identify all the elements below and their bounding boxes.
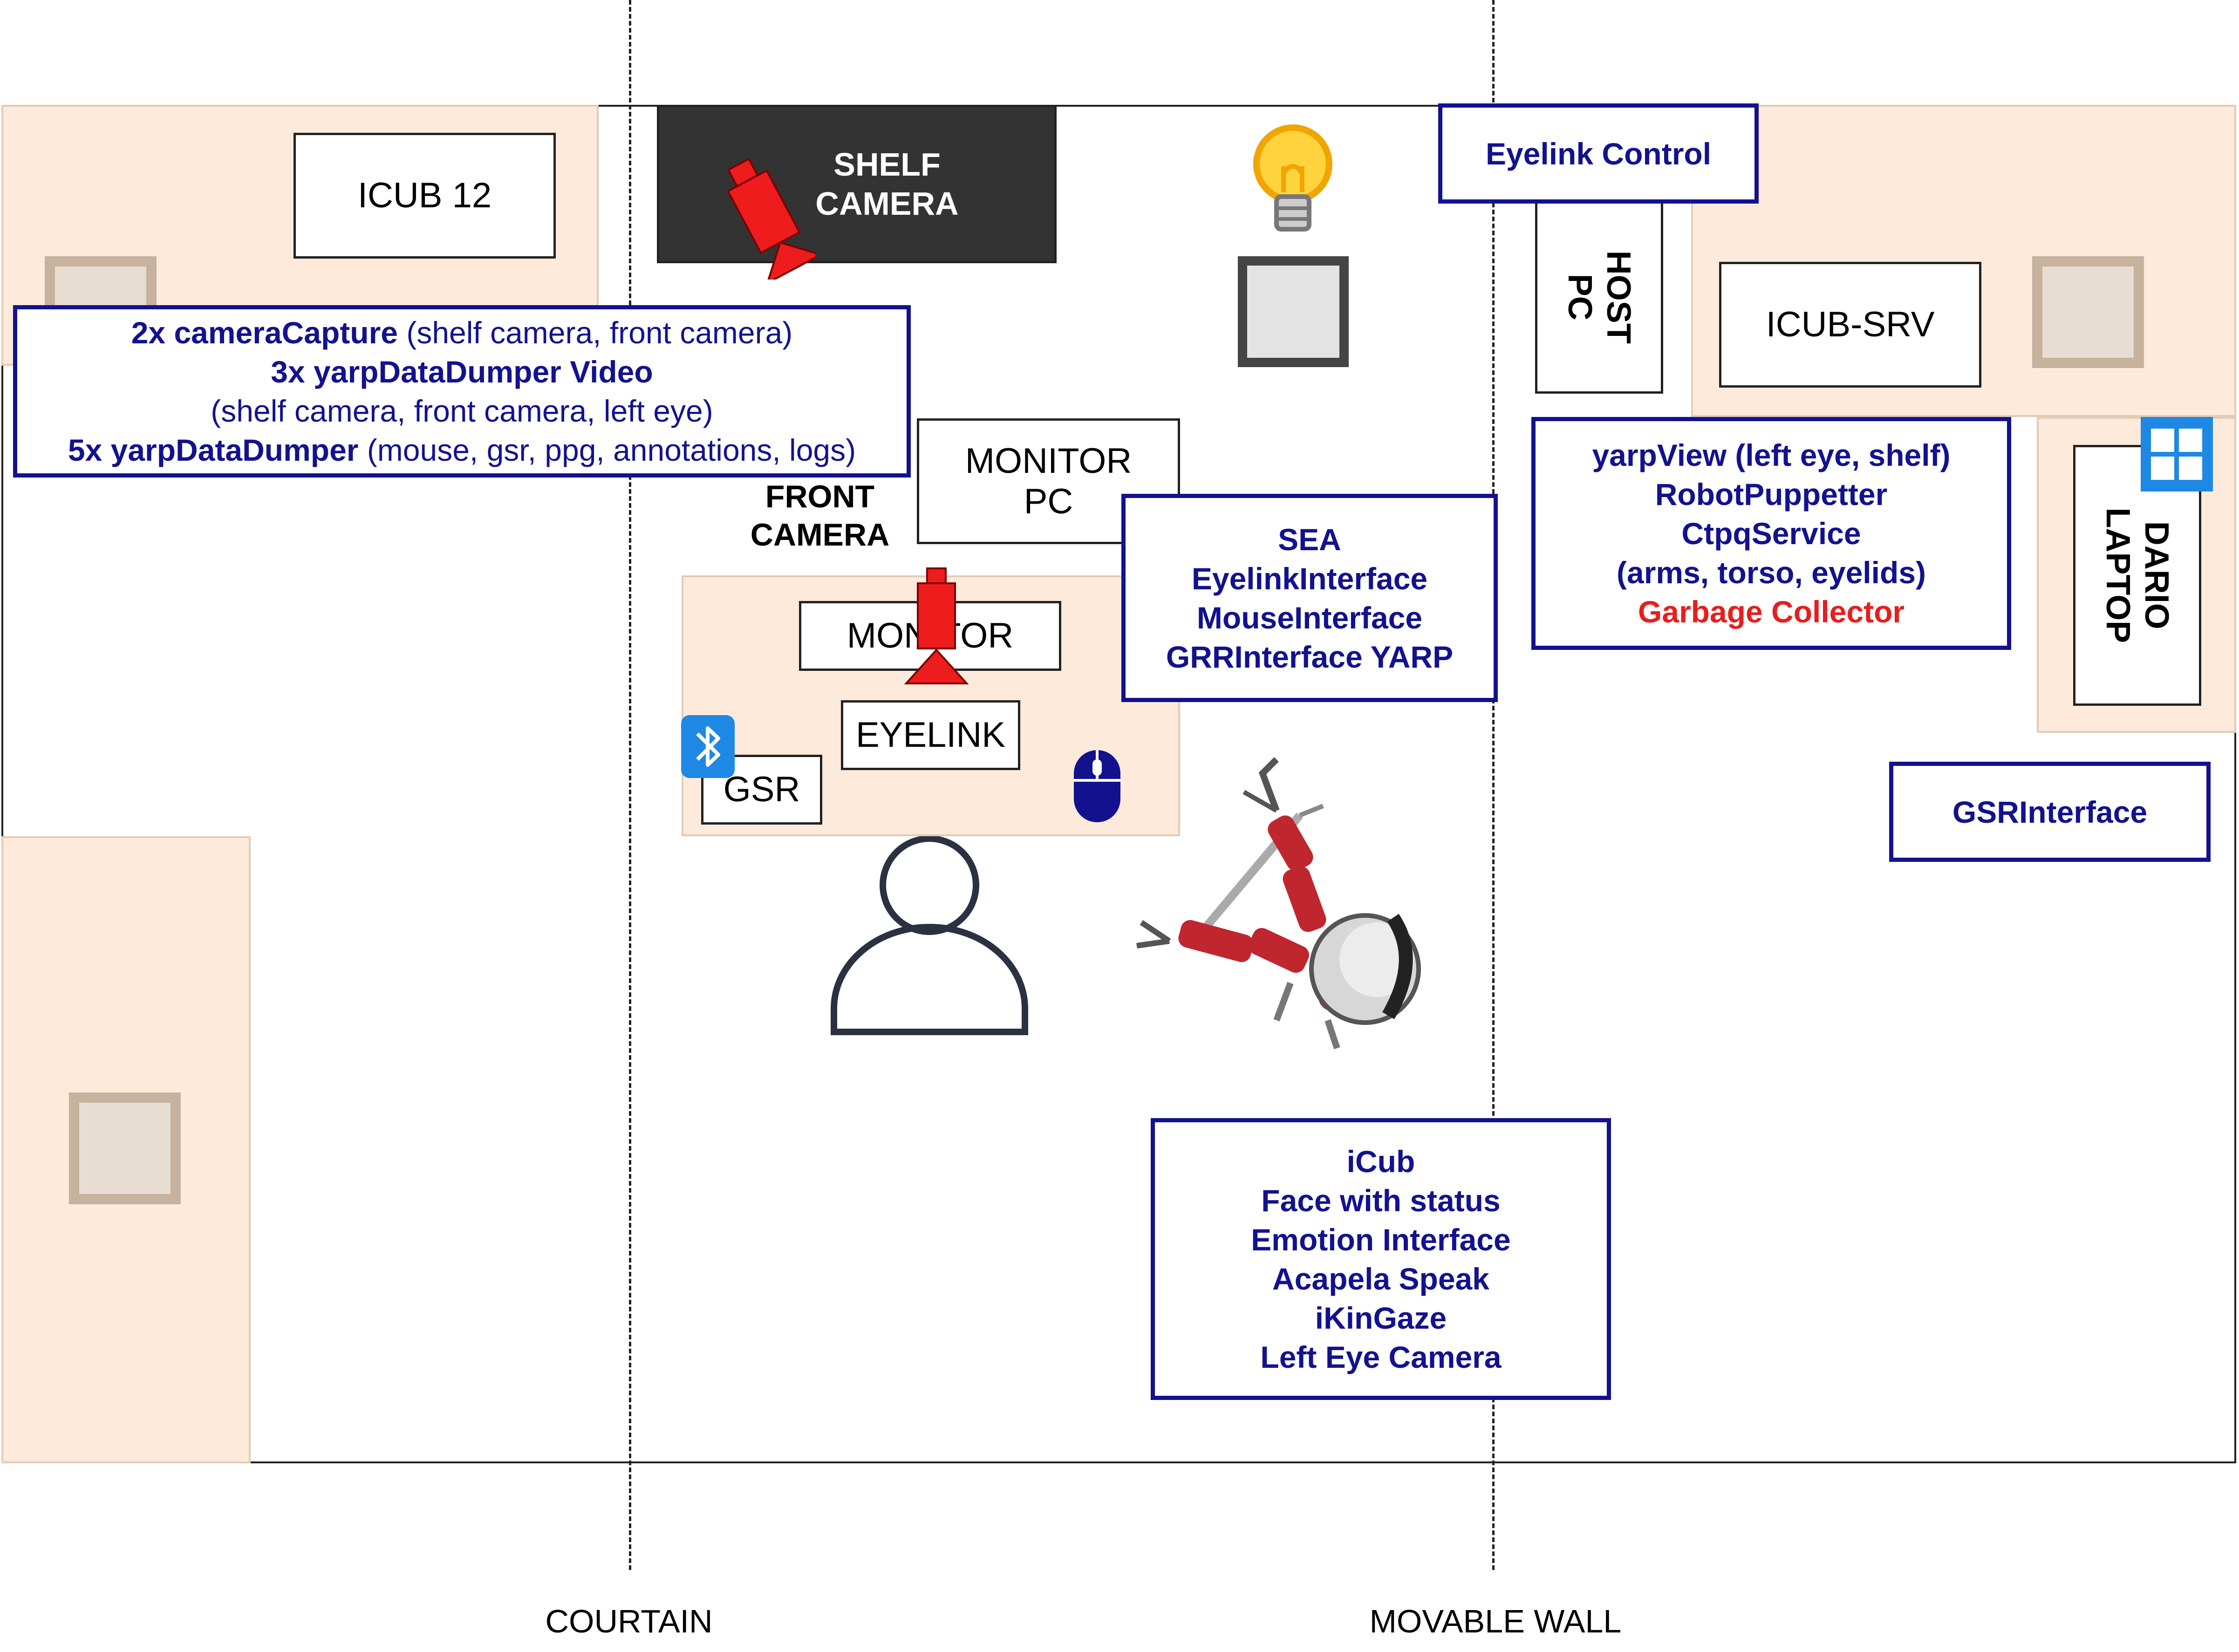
courtain-label: COURTAIN: [545, 1603, 713, 1639]
movable-wall-label: MOVABLE WALL: [1369, 1603, 1622, 1639]
front-camera-label-1: FRONT: [765, 479, 875, 514]
gsr-interface-label: GSRInterface: [1952, 794, 2148, 829]
capture-line3: (shelf camera, front camera, left eye): [211, 394, 713, 428]
robot-icon: [1136, 757, 1421, 1050]
shelf-camera-box: SHELF CAMERA: [657, 105, 1057, 263]
shelf-camera-label-2: CAMERA: [815, 185, 959, 222]
eyelink-control-label: Eyelink Control: [1485, 136, 1712, 171]
yarpview-line3: CtpqService: [1681, 516, 1861, 551]
icub-line6: Left Eye Camera: [1260, 1339, 1502, 1374]
movable-wall-line: [1492, 0, 1495, 1570]
sea-info-box: SEA EyelinkInterface MouseInterface GRRI…: [1121, 494, 1498, 702]
lightbulb-icon: [1253, 124, 1332, 232]
gsr-label: GSR: [723, 770, 800, 810]
capture-info-box: 2x cameraCapture (shelf camera, front ca…: [13, 305, 911, 478]
icub-line1: iCub: [1346, 1144, 1415, 1179]
icub-line4: Acapela Speak: [1272, 1261, 1489, 1296]
icub12-box: ICUB 12: [294, 133, 556, 259]
capture-line2: 3x yarpDataDumper Video: [271, 355, 653, 389]
dario-laptop-label-1: DARIO: [2138, 521, 2176, 629]
host-pc-box: HOST PC: [1535, 200, 1663, 394]
front-camera-label-2: CAMERA: [750, 517, 890, 553]
monitor-pc-label-2: PC: [1024, 482, 1073, 521]
capture-line1-bold: 2x cameraCapture: [131, 315, 398, 350]
sea-line2: EyelinkInterface: [1191, 561, 1428, 596]
icub-srv-box: ICUB-SRV: [1719, 262, 1981, 388]
host-pc-label-1: HOST: [1600, 250, 1638, 344]
capture-line1-rest: (shelf camera, front camera): [398, 315, 793, 350]
yarpview-line2: RobotPuppetter: [1655, 477, 1888, 512]
eyelink-box: EYELINK: [841, 700, 1020, 770]
capture-line4-bold: 5x yarpDataDumper: [68, 433, 359, 467]
shelf-camera-label-1: SHELF: [833, 146, 941, 183]
camera-icon: [904, 567, 969, 684]
yarpview-info-box: yarpView (left eye, shelf) RobotPuppette…: [1531, 417, 2011, 650]
eyelink-label: EYELINK: [855, 715, 1006, 755]
windows-icon: [2141, 417, 2213, 492]
host-pc-label-2: PC: [1561, 273, 1599, 321]
yarpview-line4: (arms, torso, eyelids): [1617, 555, 1926, 590]
bluetooth-icon: [681, 715, 735, 778]
dario-laptop-label: DARIO LAPTOP: [2099, 508, 2176, 643]
fixture-square: [2032, 256, 2144, 368]
sea-line4: GRRInterface YARP: [1166, 639, 1454, 674]
monitor-pc-label-1: MONITOR: [965, 441, 1132, 481]
eyelink-control-box: Eyelink Control: [1438, 103, 1759, 204]
sea-line3: MouseInterface: [1196, 600, 1423, 635]
icub-line2: Face with status: [1261, 1183, 1501, 1218]
garbage-collector-label: Garbage Collector: [1638, 594, 1905, 629]
courtain-line: [629, 0, 631, 1570]
yarpview-line1: yarpView (left eye, shelf): [1592, 438, 1951, 472]
fixture-square: [69, 1092, 181, 1204]
person-icon: [831, 836, 1028, 1035]
sea-line1: SEA: [1278, 522, 1341, 557]
mouse-icon: [1074, 750, 1120, 822]
gsr-interface-box: GSRInterface: [1889, 762, 2211, 862]
icub-info-box: iCub Face with status Emotion Interface …: [1151, 1118, 1611, 1400]
icub12-label: ICUB 12: [357, 176, 492, 216]
light-stand: [1238, 256, 1349, 367]
front-camera-label: FRONT CAMERA: [727, 478, 913, 554]
icub-line3: Emotion Interface: [1251, 1222, 1511, 1257]
icub-srv-label: ICUB-SRV: [1766, 305, 1935, 345]
capture-line4-rest: (mouse, gsr, ppg, annotations, logs): [358, 433, 856, 467]
camera-icon: [726, 157, 815, 280]
dario-laptop-label-2: LAPTOP: [2099, 507, 2137, 643]
icub-line5: iKinGaze: [1315, 1300, 1447, 1335]
host-pc-label: HOST PC: [1561, 250, 1638, 343]
